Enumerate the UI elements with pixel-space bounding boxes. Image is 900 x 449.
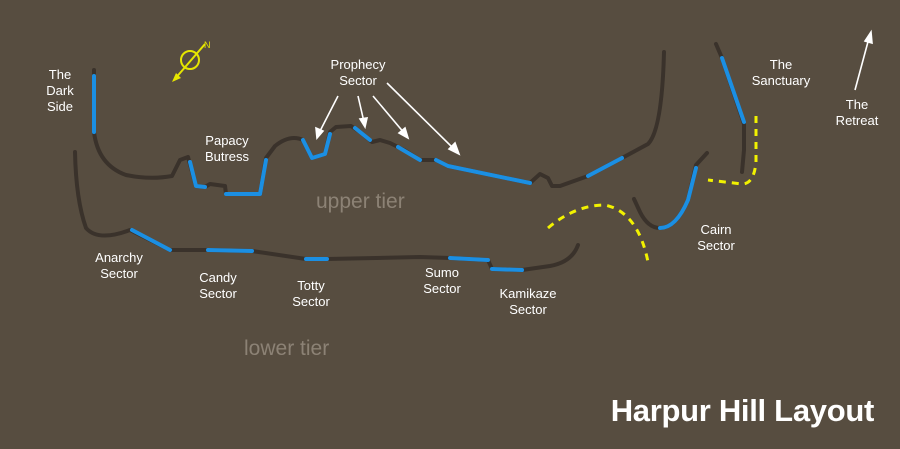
prophecy-arrowhead-1 (315, 126, 325, 140)
prophecy-arrowhead-3 (397, 126, 410, 140)
cairn-sector-line (658, 166, 698, 230)
upper-east-sector-line (586, 156, 624, 178)
papacy-sector-line-2 (224, 158, 268, 196)
label-the-sanctuary: The Sanctuary (751, 57, 811, 88)
lower-tier-label: lower tier (244, 337, 330, 360)
label-papacy-butress: Papacy Butress (204, 133, 250, 164)
label-totty-sector: Totty Sector (292, 278, 330, 309)
upper-tier-edge (92, 50, 666, 196)
cairn-sector-edge (632, 151, 709, 230)
label-dark-side: The Dark Side (46, 67, 74, 114)
upper-tier-label: upper tier (316, 190, 405, 213)
label-kamikaze-sector: Kamikaze Sector (499, 286, 557, 317)
papacy-sector-line-1 (188, 160, 207, 189)
sumo-sector-line (448, 256, 490, 262)
label-the-retreat: The Retreat (835, 97, 879, 128)
prophecy-arrow-4 (386, 82, 456, 151)
label-prophecy-sector: Prophecy Sector (330, 57, 386, 88)
label-anarchy-sector: Anarchy Sector (95, 250, 143, 281)
label-candy-sector: Candy Sector (199, 270, 237, 301)
prophecy-sector-line-2 (353, 126, 372, 142)
anarchy-sector-line (130, 228, 172, 252)
path-sanctuary (707, 116, 758, 186)
candy-sector-line (206, 248, 254, 253)
compass-n-label: N (204, 40, 211, 50)
prophecy-arrowhead-4 (447, 141, 461, 156)
kamikaze-sector-line (490, 267, 524, 272)
prophecy-arrow-3 (372, 95, 406, 135)
prophecy-arrow-2 (357, 95, 365, 123)
compass-north-icon (172, 43, 206, 82)
prophecy-arrow-1 (318, 95, 339, 134)
label-cairn-sector: Cairn Sector (697, 222, 735, 253)
retreat-arrow (854, 37, 870, 91)
prophecy-sector-line-1 (301, 132, 332, 160)
prophecy-arrowhead-2 (358, 117, 369, 130)
map-title: Harpur Hill Layout (610, 393, 875, 428)
prophecy-sector-line-4 (434, 158, 532, 185)
sanctuary-sector-line (720, 56, 746, 124)
path-lower-loop (547, 203, 650, 263)
prophecy-sector-line-3 (396, 145, 422, 162)
label-sumo-sector: Sumo Sector (423, 265, 461, 296)
retreat-arrowhead (863, 29, 873, 45)
